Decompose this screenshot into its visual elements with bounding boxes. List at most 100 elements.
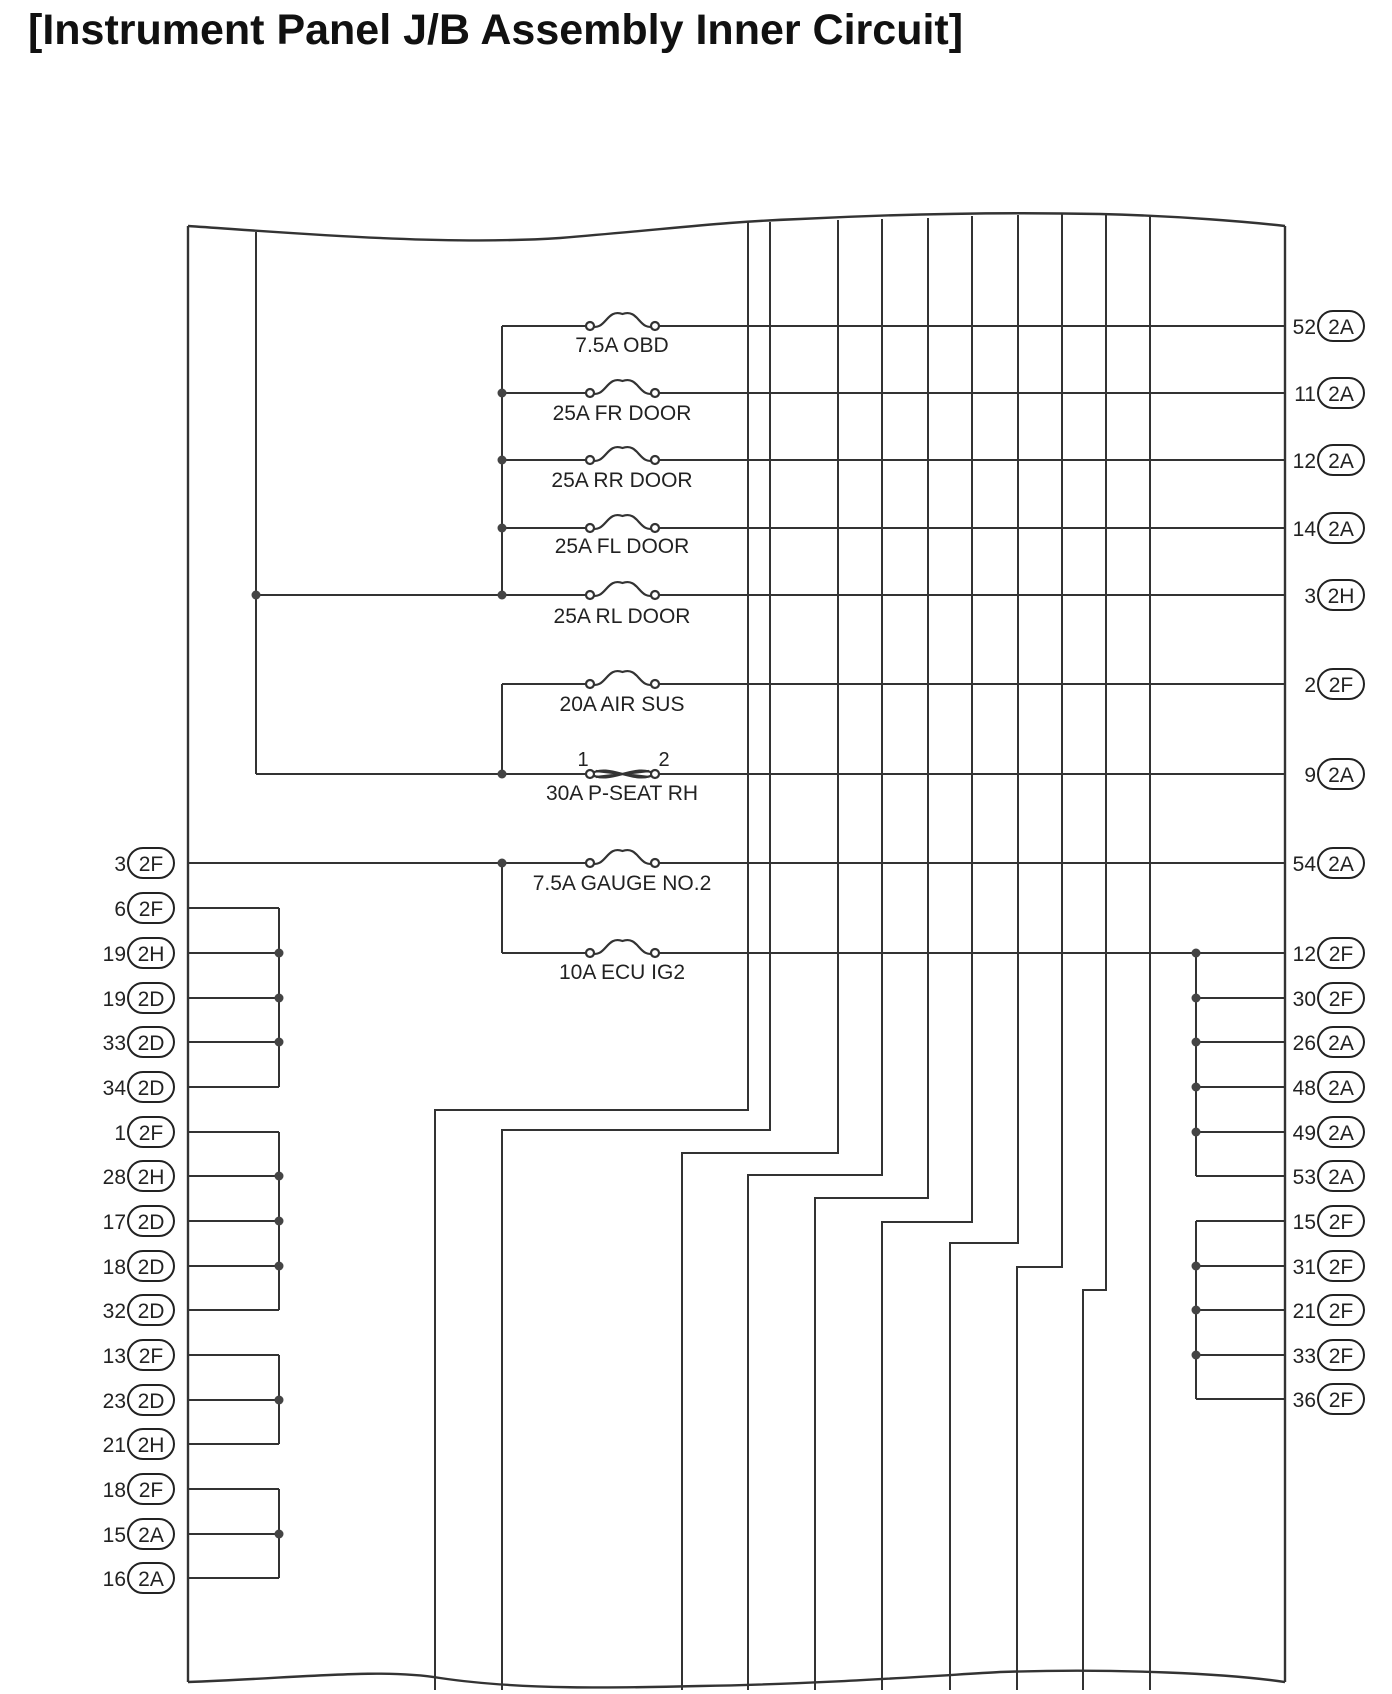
fuse-symbol (589, 769, 656, 779)
junction-dot (274, 1037, 284, 1047)
fuse-terminal (649, 589, 661, 601)
terminal-pin-number: 53 (1293, 1166, 1316, 1189)
fuse-terminal (584, 768, 596, 780)
terminal-pin-number: 12 (1293, 943, 1316, 966)
connector-badge (1317, 758, 1365, 790)
fuse-terminal (649, 320, 661, 332)
fuse-symbol (589, 378, 656, 396)
frame-top-edge (187, 212, 1286, 242)
fuse-terminal (584, 589, 596, 601)
fuse-terminal (649, 857, 661, 869)
junction-dot (1191, 1037, 1201, 1047)
connector-code: 2A (1328, 383, 1354, 406)
connector-code: 2D (138, 1211, 165, 1234)
fuse-terminal (649, 454, 661, 466)
connector-badge (1317, 982, 1365, 1014)
terminal-pin-number: 1 (114, 1122, 126, 1145)
fuse-symbol (589, 513, 656, 531)
junction-dot (1191, 1082, 1201, 1092)
terminal-pin-number: 33 (1293, 1345, 1316, 1368)
connector-badge (1317, 310, 1365, 342)
junction-dot (1191, 1350, 1201, 1360)
connector-badge (127, 1473, 175, 1505)
fuse-terminal (584, 387, 596, 399)
connector-code: 2H (138, 1166, 165, 1189)
terminal-pin-number: 21 (103, 1434, 126, 1457)
connector-code: 2F (1329, 1256, 1354, 1279)
connector-code: 2F (1329, 1389, 1354, 1412)
connector-code: 2A (1328, 853, 1354, 876)
fuse-pin-label: 2 (658, 749, 669, 771)
fuse: 20A AIR SUS (560, 669, 685, 716)
connector-badge (1317, 1250, 1365, 1282)
fuse-terminal (584, 454, 596, 466)
connector-code: 2D (138, 1390, 165, 1413)
fuse: 7.5A GAUGE NO.2 (533, 848, 711, 895)
junction-dot (251, 590, 261, 600)
right-terminal: 33 2F (1293, 1339, 1365, 1371)
right-terminal: 53 2A (1293, 1160, 1365, 1192)
fuse-label: 25A FR DOOR (553, 402, 692, 425)
terminal-pin-number: 15 (1293, 1211, 1316, 1234)
connector-badge (1317, 444, 1365, 476)
fuse-terminal (584, 522, 596, 534)
terminal-pin-number: 19 (103, 988, 126, 1011)
connector-badge (127, 1384, 175, 1416)
junction-dot (497, 455, 507, 465)
fuse-label: 25A RR DOOR (551, 469, 692, 492)
junction-dot (274, 1216, 284, 1226)
connector-badge (127, 1518, 175, 1550)
fuse-label: 25A FL DOOR (555, 535, 690, 558)
fuse-pin-label: 1 (577, 749, 588, 771)
terminal-pin-number: 49 (1293, 1122, 1316, 1145)
terminal-pin-number: 33 (103, 1032, 126, 1055)
terminal-pin-number: 18 (103, 1479, 126, 1502)
junction-dot (1191, 1127, 1201, 1137)
connector-code: 2F (1329, 1345, 1354, 1368)
fuse-symbol (589, 669, 656, 687)
through-wire (949, 215, 1019, 1690)
fuse: 25A FR DOOR (553, 378, 692, 425)
connector-code: 2F (139, 1122, 164, 1145)
connector-code: 2A (1328, 1122, 1354, 1145)
connector-code: 2F (1329, 674, 1354, 697)
connector-badge (127, 1205, 175, 1237)
connector-badge (127, 1071, 175, 1103)
terminal-pin-number: 26 (1293, 1032, 1316, 1055)
connector-code: 2A (1328, 518, 1354, 541)
fuse-label: 20A AIR SUS (560, 693, 685, 716)
junction-dots (251, 388, 1201, 1539)
connector-badge (1317, 1026, 1365, 1058)
connector-badge (127, 982, 175, 1014)
connector-badge (127, 1428, 175, 1460)
fuse-terminal (649, 387, 661, 399)
connector-badge (127, 892, 175, 924)
terminal-pin-number: 31 (1293, 1256, 1316, 1279)
fuse-symbol (589, 445, 656, 463)
terminal-pin-number: 34 (103, 1077, 127, 1100)
connector-badge (1317, 1294, 1365, 1326)
right-terminal: 31 2F (1293, 1250, 1365, 1282)
through-wire (814, 218, 929, 1690)
connector-code: 2F (1329, 988, 1354, 1011)
fuse-terminal (584, 678, 596, 690)
fuse-label: 10A ECU IG2 (559, 961, 685, 984)
connector-code: 2A (1328, 1166, 1354, 1189)
fuse: 25A FL DOOR (555, 513, 690, 558)
terminal-pin-number: 3 (1304, 585, 1316, 608)
junction-dot (274, 1171, 284, 1181)
